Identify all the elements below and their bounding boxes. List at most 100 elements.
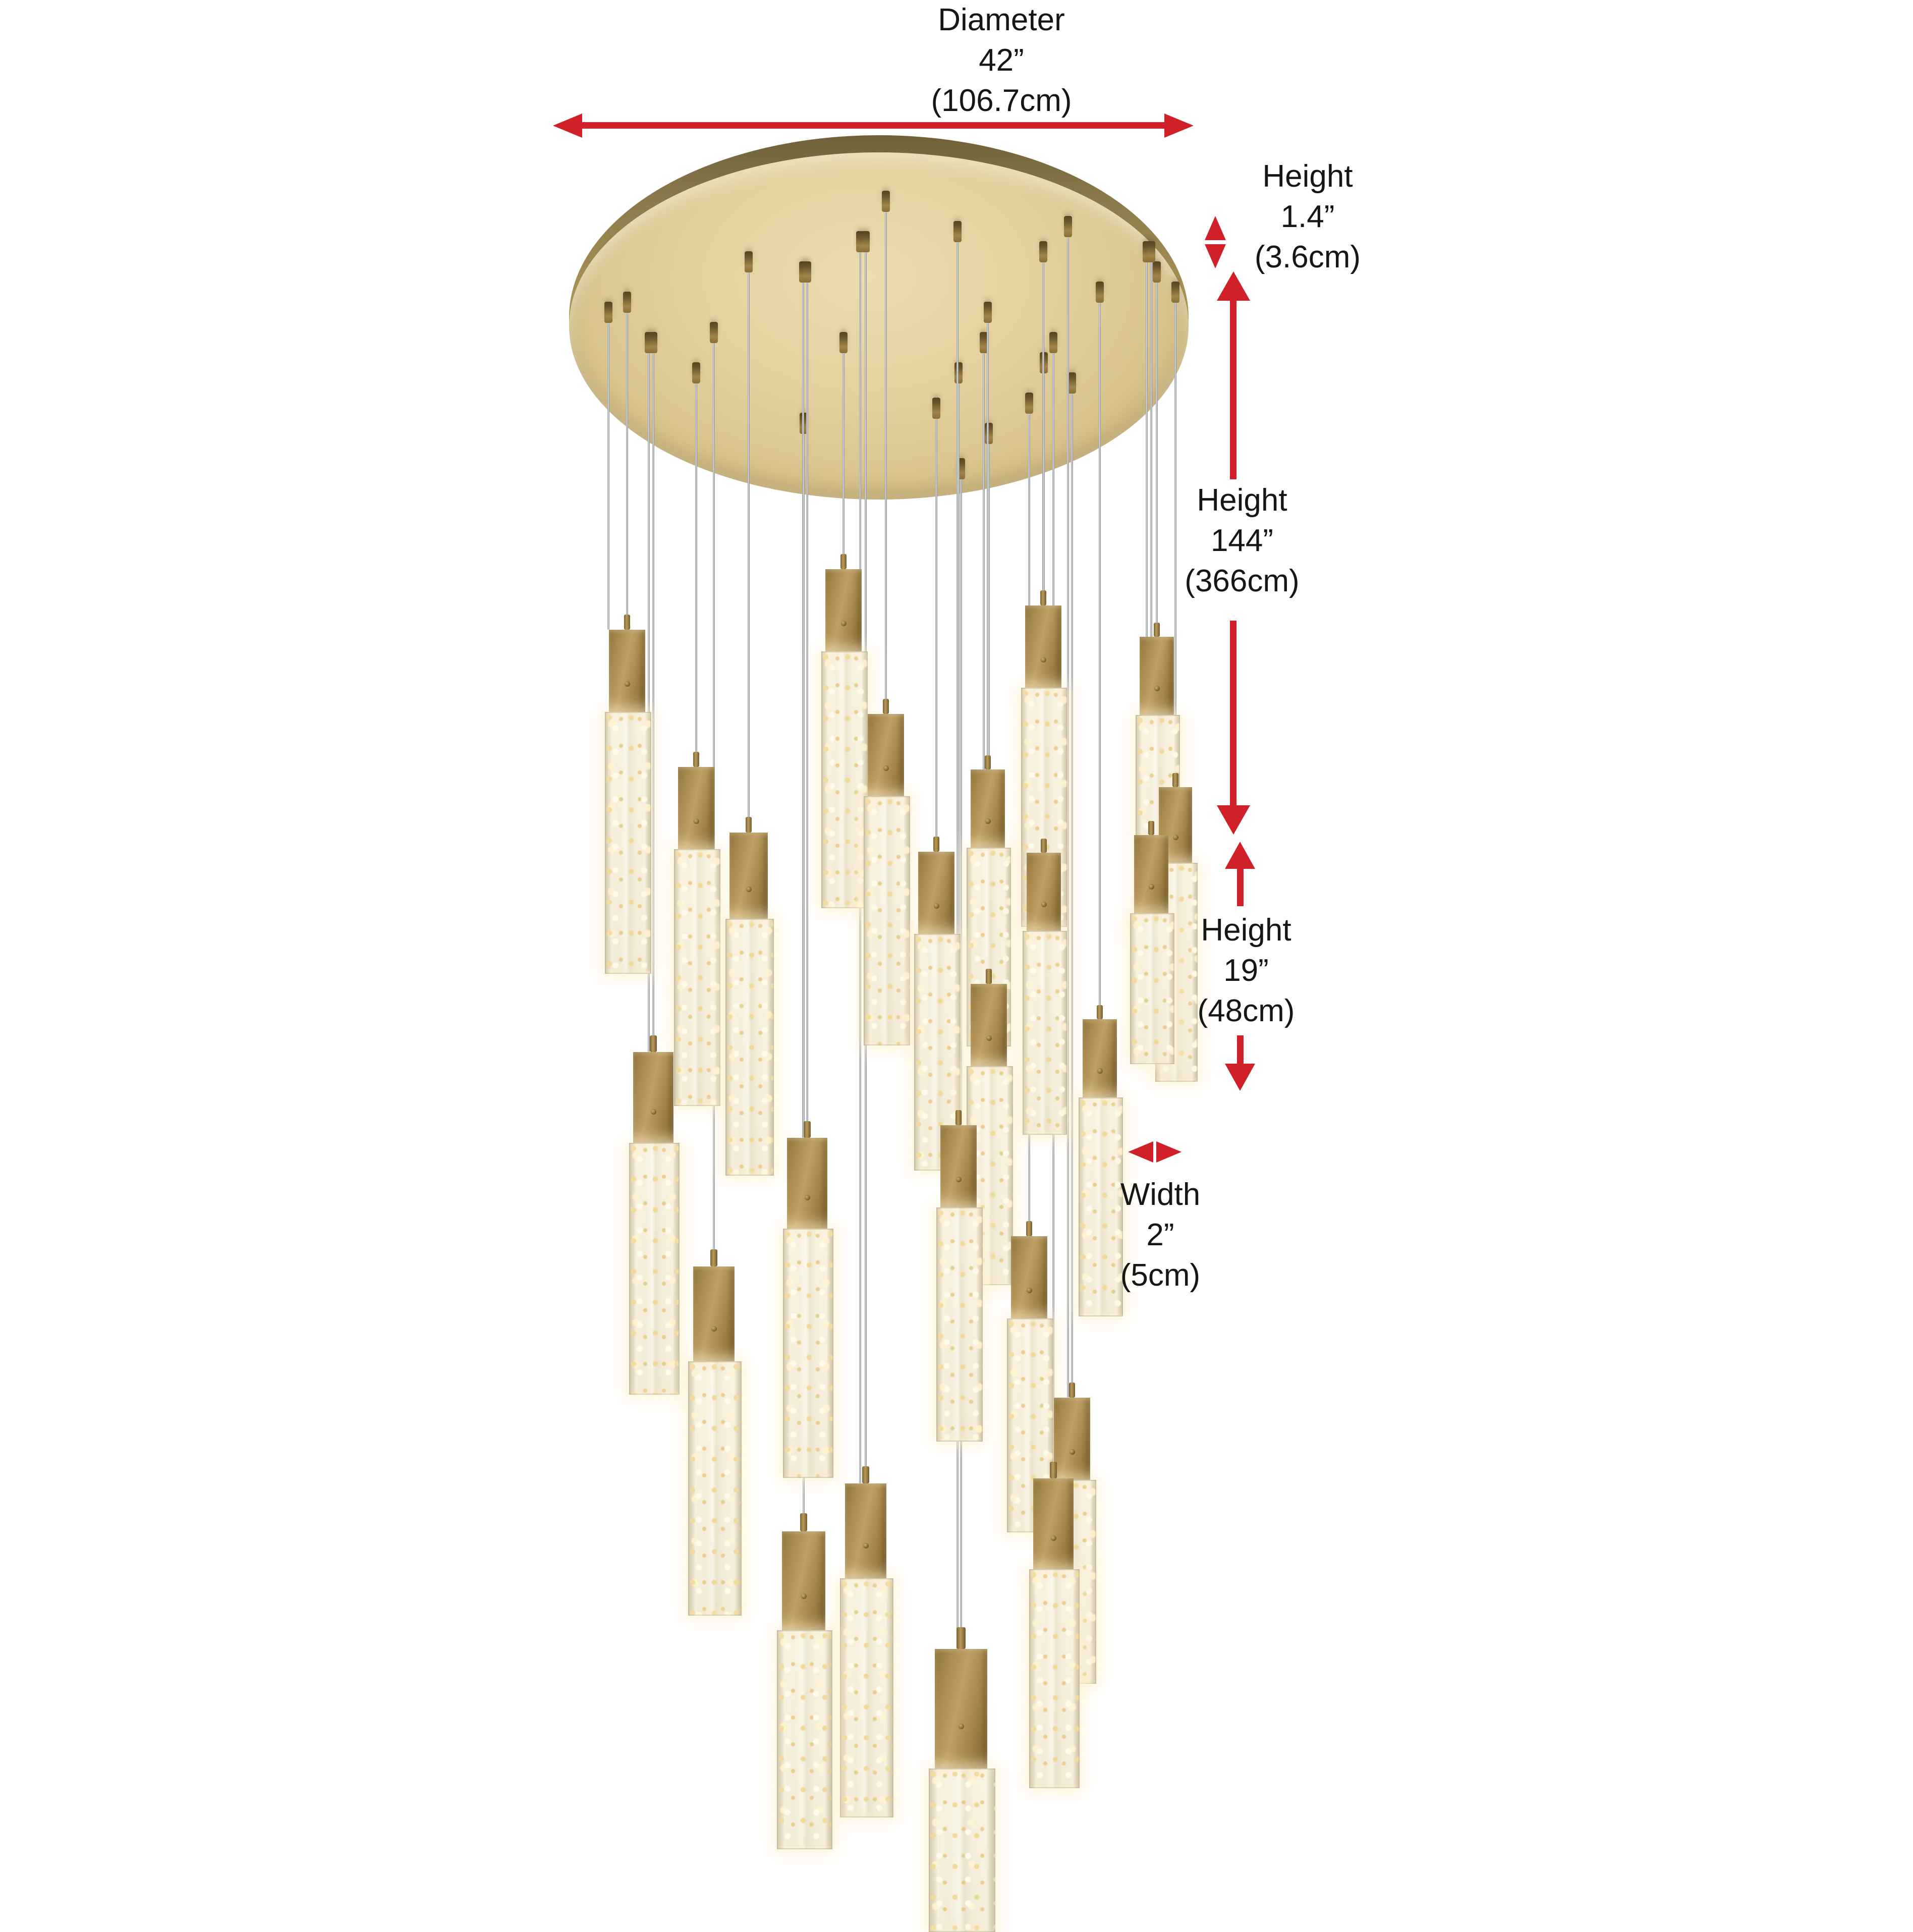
cable-ferrule [1097, 1005, 1103, 1019]
suspension-cable [1067, 237, 1069, 1398]
pendant-crystal-bar [725, 919, 774, 1176]
cable-ferrule [693, 752, 699, 767]
canopy-connector [710, 322, 718, 343]
cable-ferrule [1154, 622, 1160, 637]
cable-ferrule [956, 1627, 966, 1649]
canopy-face [569, 152, 1189, 500]
pendant-cap-screw [959, 1724, 964, 1730]
pendant-width-line1: Width [1120, 1177, 1201, 1212]
pendant-height-line1: Height [1201, 913, 1291, 948]
suspension-cable [1174, 303, 1176, 791]
pendant-crystal-bar [936, 1207, 983, 1442]
pendant-cap [1025, 605, 1061, 689]
suspension-cable [648, 353, 650, 1052]
pendant-cap-screw [1041, 657, 1046, 663]
pendant-cap-screw [934, 903, 939, 909]
cable-ferrule [840, 554, 847, 569]
cable-ferrule [1041, 838, 1047, 853]
canopy-height-arrow-up [1205, 216, 1226, 240]
pendant-height-arrow-down-head [1225, 1064, 1255, 1091]
canopy-connector [1096, 282, 1104, 303]
suspension-cable [806, 283, 808, 1142]
suspension-cable [935, 419, 937, 856]
pendant-cap-screw [1051, 1535, 1056, 1541]
suspension-cable [842, 353, 845, 573]
cable-ferrule [745, 816, 752, 833]
suspension-cable [695, 383, 697, 771]
diameter-label-line2: 42” [979, 43, 1024, 78]
pendant-cap [729, 833, 768, 920]
suspension-cable [1099, 303, 1101, 1023]
canopy-connector [839, 332, 848, 353]
drop-height-arrow-down-head [1217, 805, 1250, 835]
pendant-cap-screw [1154, 686, 1160, 692]
pendant-crystal-bar [821, 651, 868, 908]
suspension-cable [983, 353, 985, 984]
pendant-height-line3: (48cm) [1197, 993, 1295, 1028]
cable-ferrule [1148, 820, 1154, 835]
canopy-connector [954, 362, 963, 383]
pendant-cap-screw [625, 681, 630, 687]
pendant-width-label: Width 2” (5cm) [1009, 1175, 1312, 1296]
cable-ferrule [986, 969, 992, 984]
canopy-height-line1: Height [1262, 159, 1353, 194]
canopy-connector [953, 221, 962, 242]
suspension-cable [652, 353, 654, 1056]
pendant-crystal-bar [782, 1228, 834, 1478]
pendant-cap-screw [1149, 884, 1154, 890]
pendant-cap [1054, 1398, 1090, 1481]
pendant-crystal-bar [674, 849, 720, 1106]
pendant-crystal-bar [929, 1769, 995, 1932]
cable-ferrule [1040, 590, 1046, 605]
pendant-cap-screw [1070, 1449, 1075, 1455]
canopy-connector [1147, 241, 1155, 262]
suspension-cable [1150, 262, 1152, 839]
pendant-cap [1082, 1019, 1117, 1098]
pendant-width-line2: 2” [1146, 1218, 1174, 1252]
pendant-width-arrow-right [1156, 1141, 1181, 1163]
canopy-connector [1049, 332, 1057, 353]
suspension-cable [1146, 262, 1148, 835]
pendant-cap [693, 1266, 735, 1362]
pendant-crystal-bar [1007, 1318, 1053, 1532]
suspension-cable [626, 313, 628, 634]
canopy-height-arrow-down [1205, 244, 1226, 268]
pendant-crystal-bar [629, 1142, 680, 1395]
drop-height-line3: (366cm) [1185, 564, 1300, 598]
drop-height-line1: Height [1197, 483, 1287, 518]
pendant-cap-screw [1097, 1068, 1103, 1074]
canopy-connector [649, 332, 657, 353]
diameter-label-line1: Diameter [938, 3, 1065, 37]
canopy-connector [692, 362, 700, 383]
pendant-cap-screw [746, 887, 752, 893]
cable-ferrule [1026, 1221, 1032, 1236]
pendant-crystal-bar [688, 1361, 742, 1616]
pendant-cap-screw [841, 621, 847, 627]
pendant-height-line2: 19” [1223, 953, 1269, 988]
diameter-arrow-shaft [581, 122, 1165, 129]
diameter-label: Diameter 42” (106.7cm) [840, 0, 1163, 121]
diameter-arrow-right-head [1164, 114, 1194, 138]
diameter-label-line3: (106.7cm) [931, 83, 1072, 118]
pendant-crystal-bar [1029, 1569, 1080, 1788]
pendant-crystal-bar [1130, 913, 1174, 1064]
canopy-connector [623, 292, 631, 313]
canopy-connector [862, 231, 870, 252]
suspension-cable [607, 323, 609, 630]
canopy-connector [985, 423, 993, 444]
pendant-cap [940, 1125, 977, 1208]
pendant-width-arrow-left [1128, 1141, 1153, 1163]
suspension-cable [960, 479, 962, 1653]
pendant-cap [781, 1531, 826, 1631]
suspension-cable [988, 444, 990, 988]
pendant-crystal-bar [1023, 930, 1067, 1135]
cable-ferrule [650, 1035, 657, 1052]
pendant-cap-screw [956, 1177, 962, 1183]
suspension-cable [803, 434, 805, 1535]
pendant-cap-screw [985, 818, 991, 824]
pendant-height-arrow-lower-shaft [1237, 1035, 1244, 1065]
pendant-cap [934, 1649, 988, 1770]
pendant-cap [825, 569, 862, 652]
cable-ferrule [1069, 1383, 1075, 1398]
cable-ferrule [800, 1513, 808, 1531]
